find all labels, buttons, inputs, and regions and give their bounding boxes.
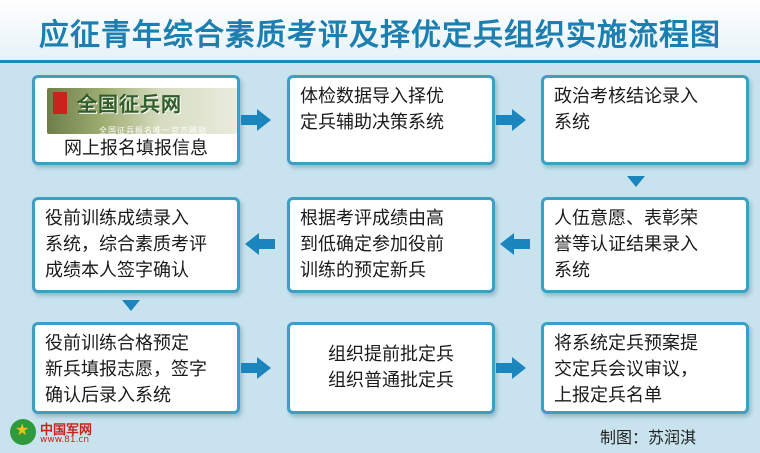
step-6-label: 役前训练成绩录入 系统，综合素质考评 成绩本人签字确认 (45, 208, 207, 281)
banner-main-text: 全国征兵网 (77, 92, 182, 116)
page-title: 应征青年综合素质考评及择优定兵组织实施流程图 (39, 18, 721, 53)
credit-text: 制图：苏润淇 (600, 428, 697, 447)
site-name: 中国军网 (40, 423, 93, 438)
star-emblem-icon (10, 419, 36, 445)
step-7-box: 役前训练合格预定 新兵填报志愿，签字 确认后录入系统 (32, 322, 240, 414)
title-band: 应征青年综合素质考评及择优定兵组织实施流程图 (0, 0, 760, 63)
banner-sub-text: 全国征兵报名唯一官方网站 (99, 126, 207, 134)
step-5-box: 根据考评成绩由高 到低确定参加役前 训练的预定新兵 (287, 197, 495, 293)
step-1-box: 全国征兵网 全国征兵报名唯一官方网站 网上报名填报信息 (32, 75, 240, 165)
step-3-label: 政治考核结论录入 系统 (554, 86, 698, 133)
arrow-right-3 (241, 357, 271, 379)
site-logo: 中国军网 www.81.cn (10, 419, 130, 449)
step-6-box: 役前训练成绩录入 系统，综合素质考评 成绩本人签字确认 (32, 197, 240, 293)
recruitment-banner-image: 全国征兵网 全国征兵报名唯一官方网站 (47, 88, 237, 134)
step-4-label: 人伍意愿、表彰荣 誉等认证结果录入 系统 (554, 208, 698, 281)
step-3-box: 政治考核结论录入 系统 (541, 75, 749, 165)
site-url: www.81.cn (40, 435, 90, 445)
arrow-left-1 (245, 233, 275, 255)
arrow-right-1 (241, 109, 271, 131)
step-5-label: 根据考评成绩由高 到低确定参加役前 训练的预定新兵 (300, 208, 444, 281)
step-2-label: 体检数据导入择优 定兵辅助决策系统 (300, 86, 444, 133)
arrow-down-1 (627, 176, 645, 187)
step-1-label: 网上报名填报信息 (64, 138, 208, 159)
step-9-box: 将系统定兵预案提 交定兵会议审议， 上报定兵名单 (541, 322, 749, 414)
arrow-left-2 (500, 233, 530, 255)
arrow-down-2 (122, 300, 140, 311)
step-4-box: 人伍意愿、表彰荣 誉等认证结果录入 系统 (541, 197, 749, 293)
step-8-box: 组织提前批定兵 组织普通批定兵 (287, 322, 495, 414)
step-8-label: 组织提前批定兵 组织普通批定兵 (328, 344, 454, 391)
step-2-box: 体检数据导入择优 定兵辅助决策系统 (287, 75, 495, 165)
arrow-right-4 (496, 357, 526, 379)
arrow-right-2 (496, 109, 526, 131)
step-7-label: 役前训练合格预定 新兵填报志愿，签字 确认后录入系统 (45, 333, 207, 406)
step-9-label: 将系统定兵预案提 交定兵会议审议， 上报定兵名单 (554, 333, 698, 406)
flag-icon (53, 92, 67, 114)
